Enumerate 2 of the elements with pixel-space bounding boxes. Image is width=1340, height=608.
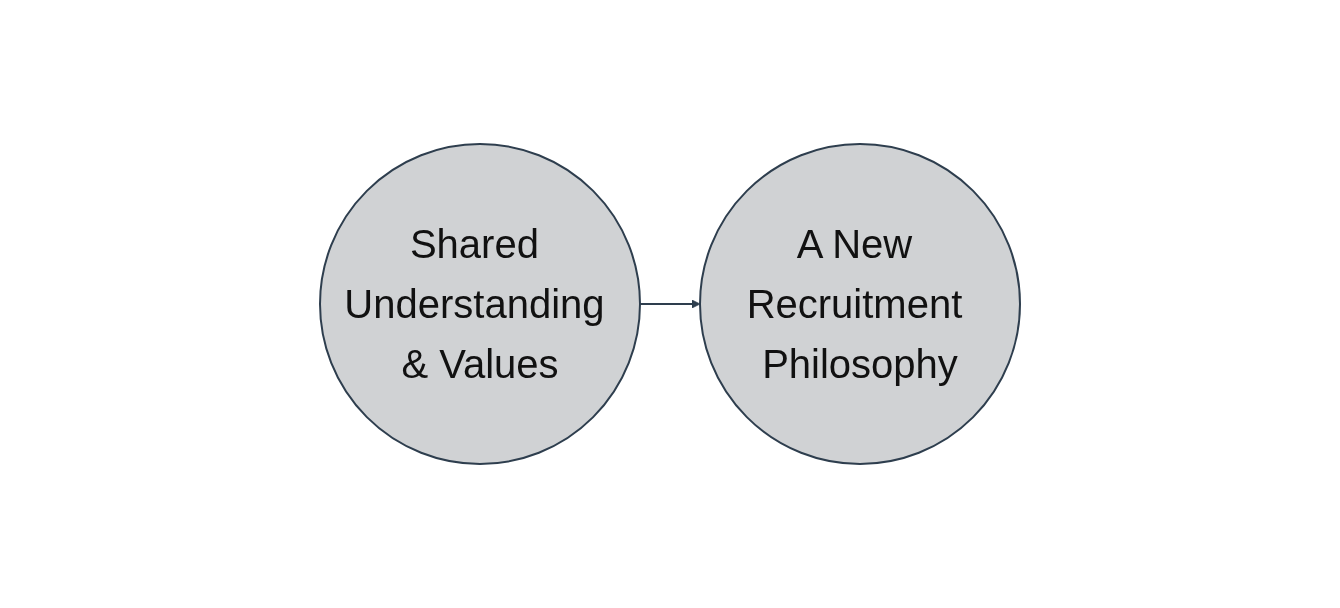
node-circle: A New Recruitment Philosophy bbox=[699, 143, 1021, 465]
node-circle: Shared Understanding & Values bbox=[319, 143, 641, 465]
